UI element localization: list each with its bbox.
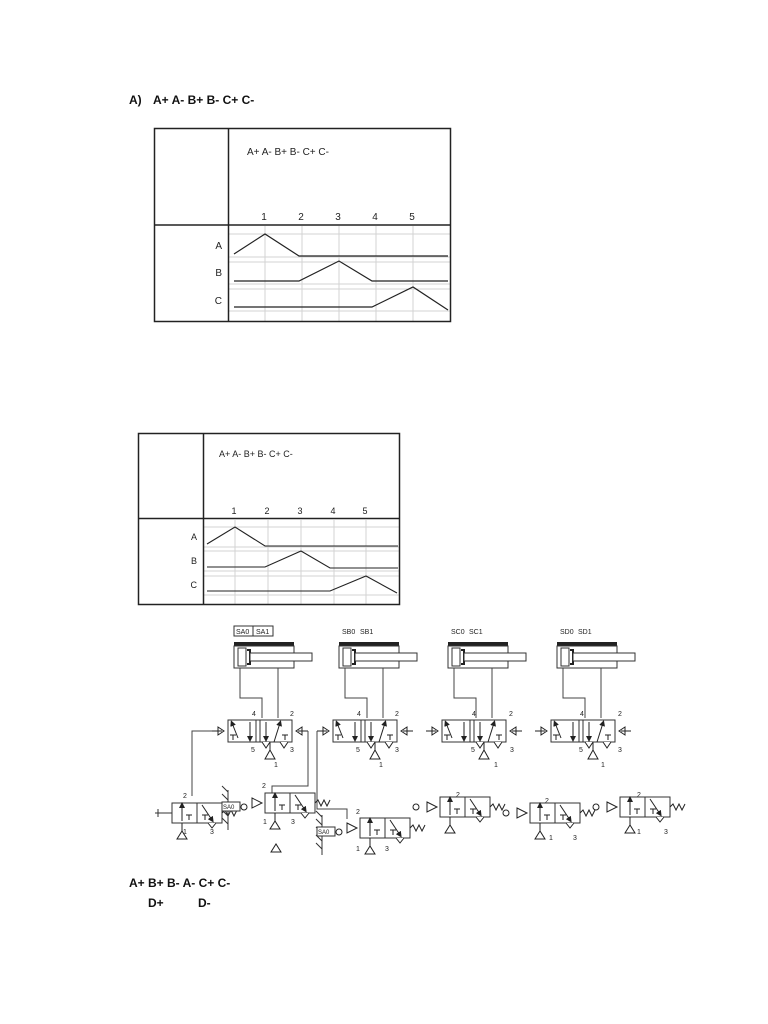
chart1-title: A+ A- B+ B- C+ C- — [247, 147, 329, 158]
cylinder-d — [556, 641, 636, 689]
port-5-d: 5 — [579, 747, 583, 754]
lv5-port-3: 3 — [573, 835, 577, 842]
lv1-port-1: 1 — [183, 829, 187, 836]
section-b-line-1: A+ B+ B- A- C+ C- — [129, 876, 231, 890]
section-b-d-plus: D+ — [148, 896, 164, 910]
chart1-row-b: B — [215, 268, 222, 279]
port-4-a: 4 — [252, 711, 256, 718]
chart2-row-b: B — [191, 556, 197, 566]
port-3-d: 3 — [618, 747, 622, 754]
sensor-sc0: SC0 — [451, 629, 465, 636]
cylinder-a — [233, 641, 313, 689]
lv5-port-2: 2 — [545, 798, 549, 805]
limit-valve-4 — [440, 797, 505, 833]
section-a-label: A) — [129, 93, 142, 107]
port-2-b: 2 — [395, 711, 399, 718]
roller-label-sa0-2: SA0 — [318, 830, 330, 836]
port-2-d: 2 — [618, 711, 622, 718]
pneumatic-circuit: SA0 SA1 SB0 SB1 SC0 SC1 SD0 SD1 4 2 5 3 … — [155, 625, 690, 855]
port-1-b: 1 — [379, 762, 383, 769]
limit-valve-5 — [530, 803, 595, 839]
sensor-sa0: SA0 — [236, 629, 249, 636]
chart2-line-c — [207, 575, 398, 594]
lv6-port-1: 1 — [637, 829, 641, 836]
chart2-line-b — [207, 550, 398, 569]
chart1-line-a — [233, 233, 448, 257]
chart2-tick-4: 4 — [330, 506, 335, 516]
chart2-tick-2: 2 — [264, 506, 269, 516]
valve-5-2-d — [535, 720, 631, 759]
limit-valve-6 — [620, 797, 685, 833]
port-4-b: 4 — [357, 711, 361, 718]
roller-label-sa0-1: SA0 — [223, 805, 235, 811]
cylinder-b — [338, 641, 418, 689]
lv2-port-3: 3 — [291, 819, 295, 826]
chart1-tick-2: 2 — [298, 212, 304, 223]
lv1-port-2: 2 — [183, 793, 187, 800]
displacement-step-diagram-2: A+ A- B+ B- C+ C- 1 2 3 4 5 A B C — [137, 432, 401, 606]
lv2-port-2: 2 — [262, 783, 266, 790]
section-a-heading: A) A+ A- B+ B- C+ C- — [129, 93, 254, 107]
limit-valve-sa0-2 — [360, 818, 425, 854]
port-3-c: 3 — [510, 747, 514, 754]
lv2-port-1: 1 — [263, 819, 267, 826]
port-5-a: 5 — [251, 747, 255, 754]
chart2-row-c: C — [191, 580, 198, 590]
chart2-row-a: A — [191, 532, 197, 542]
port-5-c: 5 — [471, 747, 475, 754]
lv4-port-2: 2 — [456, 792, 460, 799]
chart1-tick-4: 4 — [372, 212, 378, 223]
sensor-sb0: SB0 — [342, 629, 355, 636]
chart2-tick-1: 1 — [231, 506, 236, 516]
chart1-row-c: C — [215, 296, 222, 307]
section-a-sequence: A+ A- B+ B- C+ C- — [153, 93, 255, 107]
port-3-b: 3 — [395, 747, 399, 754]
port-1-a: 1 — [274, 762, 278, 769]
chart1-tick-1: 1 — [261, 212, 267, 223]
lv3-port-3: 3 — [385, 846, 389, 853]
chart1-line-b — [234, 260, 448, 282]
sensor-sa1: SA1 — [256, 629, 269, 636]
port-1-d: 1 — [601, 762, 605, 769]
port-3-a: 3 — [290, 747, 294, 754]
lv6-port-2: 2 — [637, 792, 641, 799]
section-b-d-minus: D- — [198, 896, 211, 910]
chart1-tick-3: 3 — [335, 212, 341, 223]
sensor-sc1: SC1 — [469, 629, 483, 636]
sensor-sd0: SD0 — [560, 629, 574, 636]
chart1-row-a: A — [215, 241, 222, 252]
port-4-c: 4 — [472, 711, 476, 718]
chart1-line-c — [234, 286, 449, 311]
sensor-sb1: SB1 — [360, 629, 373, 636]
port-2-c: 2 — [509, 711, 513, 718]
displacement-step-diagram-1: A+ A- B+ B- C+ C- 1 2 3 4 5 A B C — [153, 127, 452, 323]
chart2-tick-5: 5 — [362, 506, 367, 516]
chart2-tick-3: 3 — [297, 506, 302, 516]
lv3-port-2: 2 — [356, 809, 360, 816]
cylinder-c — [447, 641, 527, 689]
chart2-line-a — [206, 526, 398, 547]
lv5-port-1: 1 — [549, 835, 553, 842]
chart2-title: A+ A- B+ B- C+ C- — [219, 449, 293, 459]
lv1-port-3: 3 — [210, 829, 214, 836]
chart1-tick-5: 5 — [409, 212, 415, 223]
port-4-d: 4 — [580, 711, 584, 718]
lv6-port-3: 3 — [664, 829, 668, 836]
port-1-c: 1 — [494, 762, 498, 769]
port-5-b: 5 — [356, 747, 360, 754]
lv3-port-1: 1 — [356, 846, 360, 853]
port-2-a: 2 — [290, 711, 294, 718]
sensor-sd1: SD1 — [578, 629, 592, 636]
